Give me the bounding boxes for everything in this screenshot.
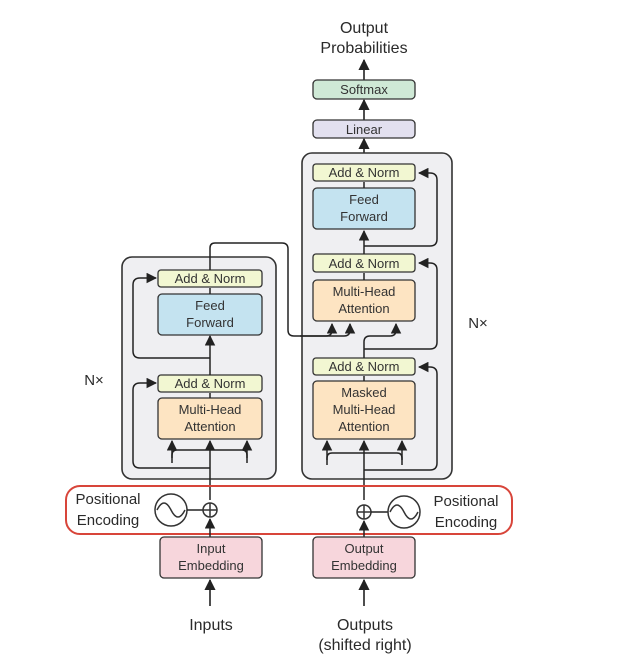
inputs-label: Inputs	[189, 617, 233, 634]
outputs-label-line1: Outputs	[337, 617, 393, 634]
decoder-addnorm-ff-label: Add & Norm	[329, 165, 400, 180]
encoder-feedforward-label-2: Forward	[186, 315, 234, 330]
decoder-feedforward-label-2: Forward	[340, 209, 388, 224]
encoder-addnorm-top-label: Add & Norm	[175, 271, 246, 286]
positional-right-label-2: Encoding	[435, 514, 498, 531]
outputs-label-line2: (shifted right)	[318, 637, 411, 654]
encoder-attention-label-2: Attention	[184, 419, 235, 434]
encoder-block	[121, 256, 277, 480]
decoder-addnorm-masked-label: Add & Norm	[329, 359, 400, 374]
output-embedding-box	[312, 536, 416, 579]
linear-label: Linear	[346, 122, 383, 137]
decoder-nx-label: N×	[468, 315, 488, 332]
decoder-residual-1	[364, 361, 438, 471]
decoder-feedforward-label-1: Feed	[349, 192, 379, 207]
positional-left-label-1: Positional	[75, 491, 140, 508]
decoder-cross-attention-label-2: Attention	[338, 301, 389, 316]
input-embedding-box	[159, 536, 263, 579]
input-embedding-label-1: Input	[197, 541, 226, 556]
encoder-nx-label: N×	[84, 372, 104, 389]
output-probabilities-label-line1: Output	[340, 20, 389, 37]
input-embedding-label-2: Embedding	[178, 558, 244, 573]
decoder-residual-2	[364, 257, 438, 350]
encoder-residual-1	[132, 377, 210, 469]
decoder-cross-attention-label-1: Multi-Head	[333, 284, 396, 299]
positional-encoding-highlight	[65, 485, 513, 535]
positional-right-label-1: Positional	[433, 493, 498, 510]
encoder-addnorm-bottom-label: Add & Norm	[175, 376, 246, 391]
encoder-to-decoder-line-2	[300, 322, 356, 337]
sine-wave-left-curve	[156, 502, 186, 518]
output-embedding-label-1: Output	[344, 541, 383, 556]
decoder-masked-attention-label-1: Masked	[341, 385, 387, 400]
positional-left-label-2: Encoding	[77, 512, 140, 529]
output-embedding-label-2: Embedding	[331, 558, 397, 573]
encoder-attention-label-1: Multi-Head	[179, 402, 242, 417]
decoder-masked-attention-label-3: Attention	[338, 419, 389, 434]
decoder-residual-3	[364, 167, 438, 247]
decoder-addnorm-ff-box	[312, 163, 416, 182]
encoder-residual-2	[132, 272, 210, 359]
decoder-query-line	[363, 322, 402, 358]
sine-wave-right-curve	[389, 504, 419, 520]
softmax-label: Softmax	[340, 82, 388, 97]
output-probabilities-label-line2: Probabilities	[320, 40, 407, 57]
decoder-masked-attention-label-2: Multi-Head	[333, 402, 396, 417]
decoder-addnorm-cross-label: Add & Norm	[329, 256, 400, 271]
encoder-feedforward-label-1: Feed	[195, 298, 225, 313]
